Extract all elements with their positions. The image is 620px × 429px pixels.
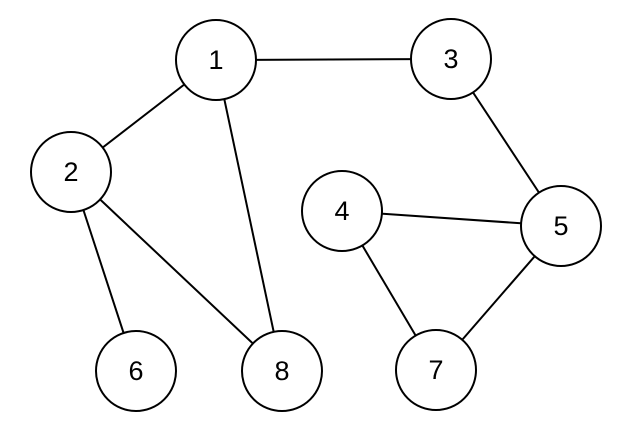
node-label-4: 4 xyxy=(334,196,349,226)
node-circle-6 xyxy=(95,330,177,412)
node-label-8: 8 xyxy=(274,356,289,386)
graph-node-6: 6 xyxy=(95,330,177,412)
graph-node-5: 5 xyxy=(520,185,602,267)
node-circle-4 xyxy=(301,170,383,252)
node-label-2: 2 xyxy=(63,157,78,187)
node-label-3: 3 xyxy=(443,44,458,74)
node-circle-7 xyxy=(395,329,477,411)
node-circle-8 xyxy=(241,330,323,412)
node-label-5: 5 xyxy=(553,211,568,241)
graph-edge-1-8 xyxy=(215,59,283,372)
graph-node-8: 8 xyxy=(241,330,323,412)
graph-node-7: 7 xyxy=(395,329,477,411)
graph-node-1: 1 xyxy=(175,19,257,101)
graph-node-2: 2 xyxy=(30,131,112,213)
graph-edge-2-8 xyxy=(70,171,283,372)
graph-node-3: 3 xyxy=(410,18,492,100)
node-circle-2 xyxy=(30,131,112,213)
node-label-6: 6 xyxy=(128,356,143,386)
node-circle-1 xyxy=(175,19,257,101)
node-circle-5 xyxy=(520,185,602,267)
node-label-7: 7 xyxy=(428,355,443,385)
node-label-1: 1 xyxy=(208,45,223,75)
graph-node-4: 4 xyxy=(301,170,383,252)
node-circle-3 xyxy=(410,18,492,100)
